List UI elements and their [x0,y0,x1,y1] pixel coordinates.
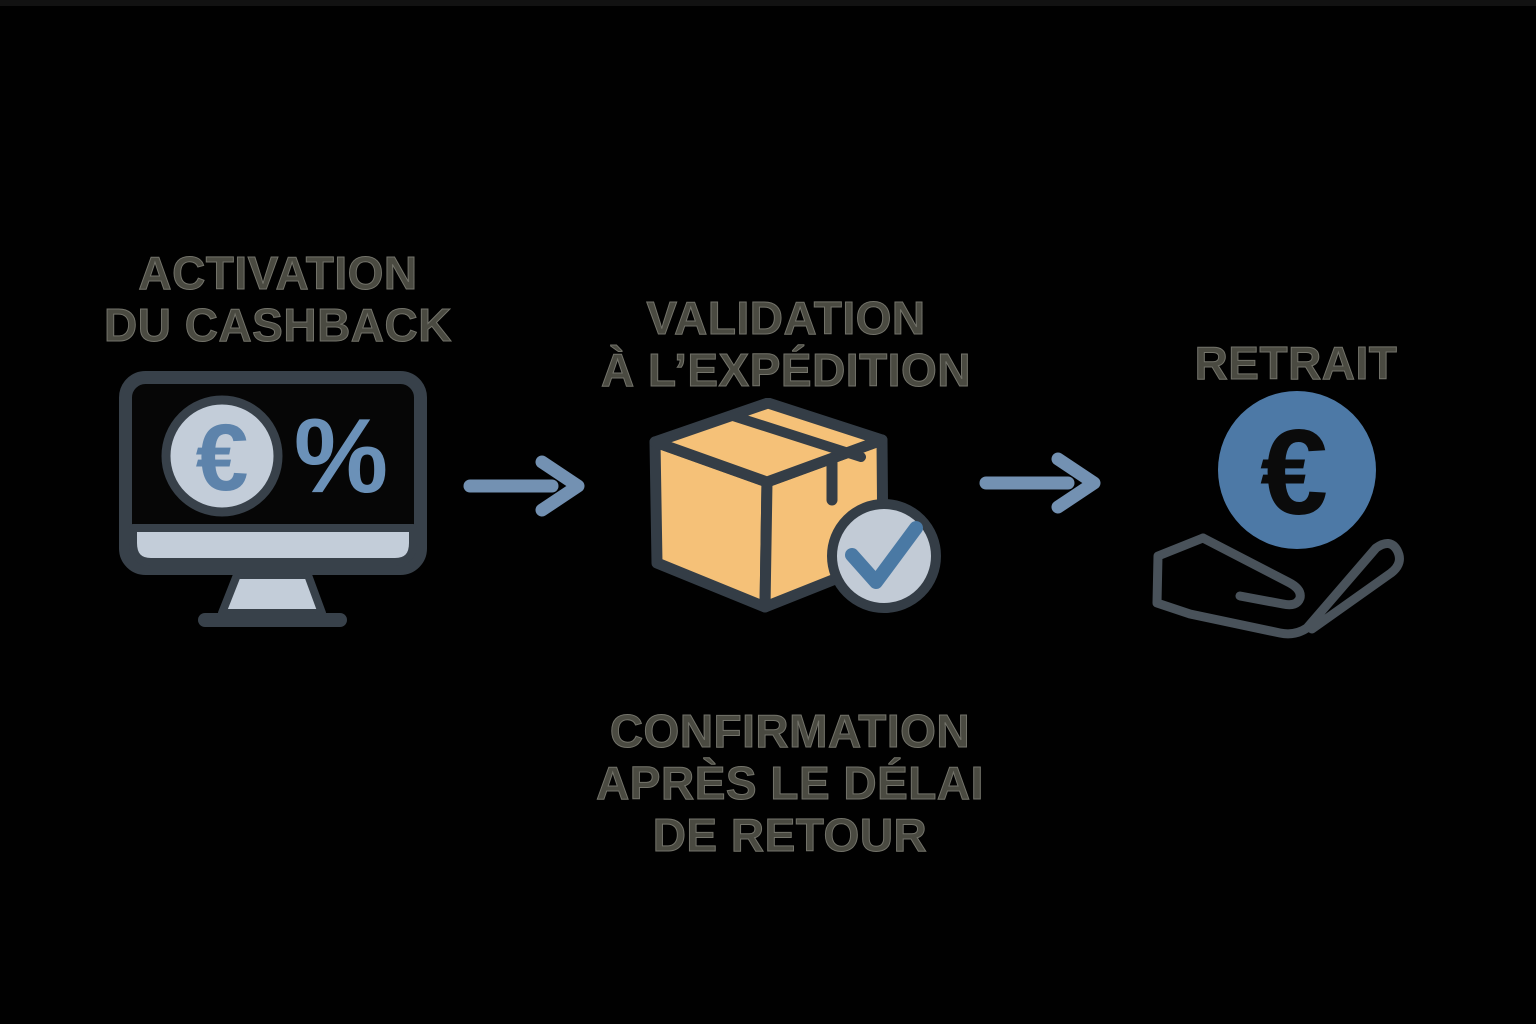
monitor-euro-percent-icon: € % [119,371,427,627]
euro-coin-screen [161,395,283,517]
step-validation-caption: CONFIRMATION APRÈS LE DÉLAI DE RETOUR [590,705,990,862]
euro-coin [1218,391,1376,549]
hand-finger-line [1198,533,1305,610]
euro-symbol: € [1260,404,1328,540]
arrow-right-icon [979,452,1101,514]
percent-symbol: % [294,397,388,515]
top-edge-strip [0,0,1536,6]
check-icon [845,521,923,589]
caption-line: APRÈS LE DÉLAI [596,757,984,810]
monitor-stand [218,571,326,617]
caption-line: DE RETOUR [652,809,928,862]
step-activation-title: ACTIVATION DU CASHBACK [78,247,478,352]
caption-line: CONFIRMATION [609,705,971,758]
title-line: DU CASHBACK [104,299,452,352]
title-line: VALIDATION [646,292,926,345]
euro-symbol: € [196,405,249,511]
title-line: RETRAIT [1194,337,1398,390]
monitor-chin [129,524,417,566]
box-lid-seam [728,411,866,462]
arrow-right-icon [463,455,585,517]
hand-euro-coin-icon: € [1152,391,1404,639]
step-retrait-title: RETRAIT [1096,337,1496,390]
title-line: ACTIVATION [138,247,418,300]
box-top-face [649,398,888,488]
title-line: À L’EXPÉDITION [601,344,971,397]
package-check-icon [649,398,941,613]
step-validation-title: VALIDATION À L’EXPÉDITION [586,292,986,397]
hand-outline [1152,533,1404,639]
